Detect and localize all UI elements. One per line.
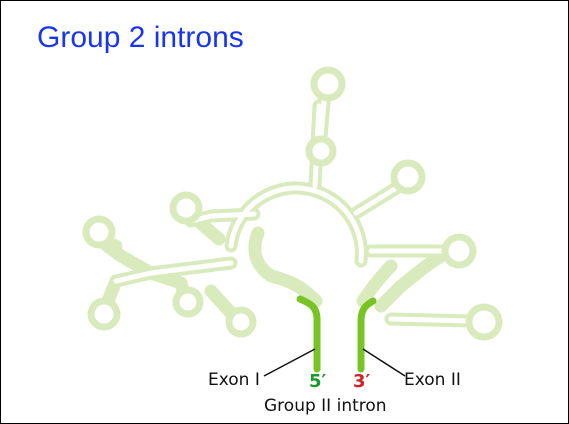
loop-lower-right (465, 303, 503, 341)
loop-bottom-left (172, 286, 204, 318)
loop-top (310, 66, 346, 102)
loop-upper-left (169, 191, 203, 225)
slide-title: Group 2 introns (37, 21, 244, 54)
exon-ii-stem (357, 297, 377, 373)
loop-top-second (305, 135, 337, 167)
exon-ii-label: Exon II (404, 370, 461, 390)
exon-i-leader-line (263, 348, 316, 377)
three-prime-label: 3′ (353, 371, 371, 392)
intron-structure (94, 72, 478, 328)
loop-left-top (82, 215, 116, 249)
loop-left-bottom (87, 297, 121, 331)
loop-right-upper (390, 159, 426, 195)
exon-i-stem (296, 295, 321, 373)
exon-i-label: Exon I (208, 370, 260, 390)
loop-right (441, 233, 477, 269)
loop-bottom-mid (225, 306, 257, 338)
five-prime-label: 5′ (309, 371, 327, 392)
exon-ii-leader-line (362, 348, 406, 377)
terminal-loops (82, 66, 503, 341)
diagram-caption: Group II intron (264, 396, 387, 416)
